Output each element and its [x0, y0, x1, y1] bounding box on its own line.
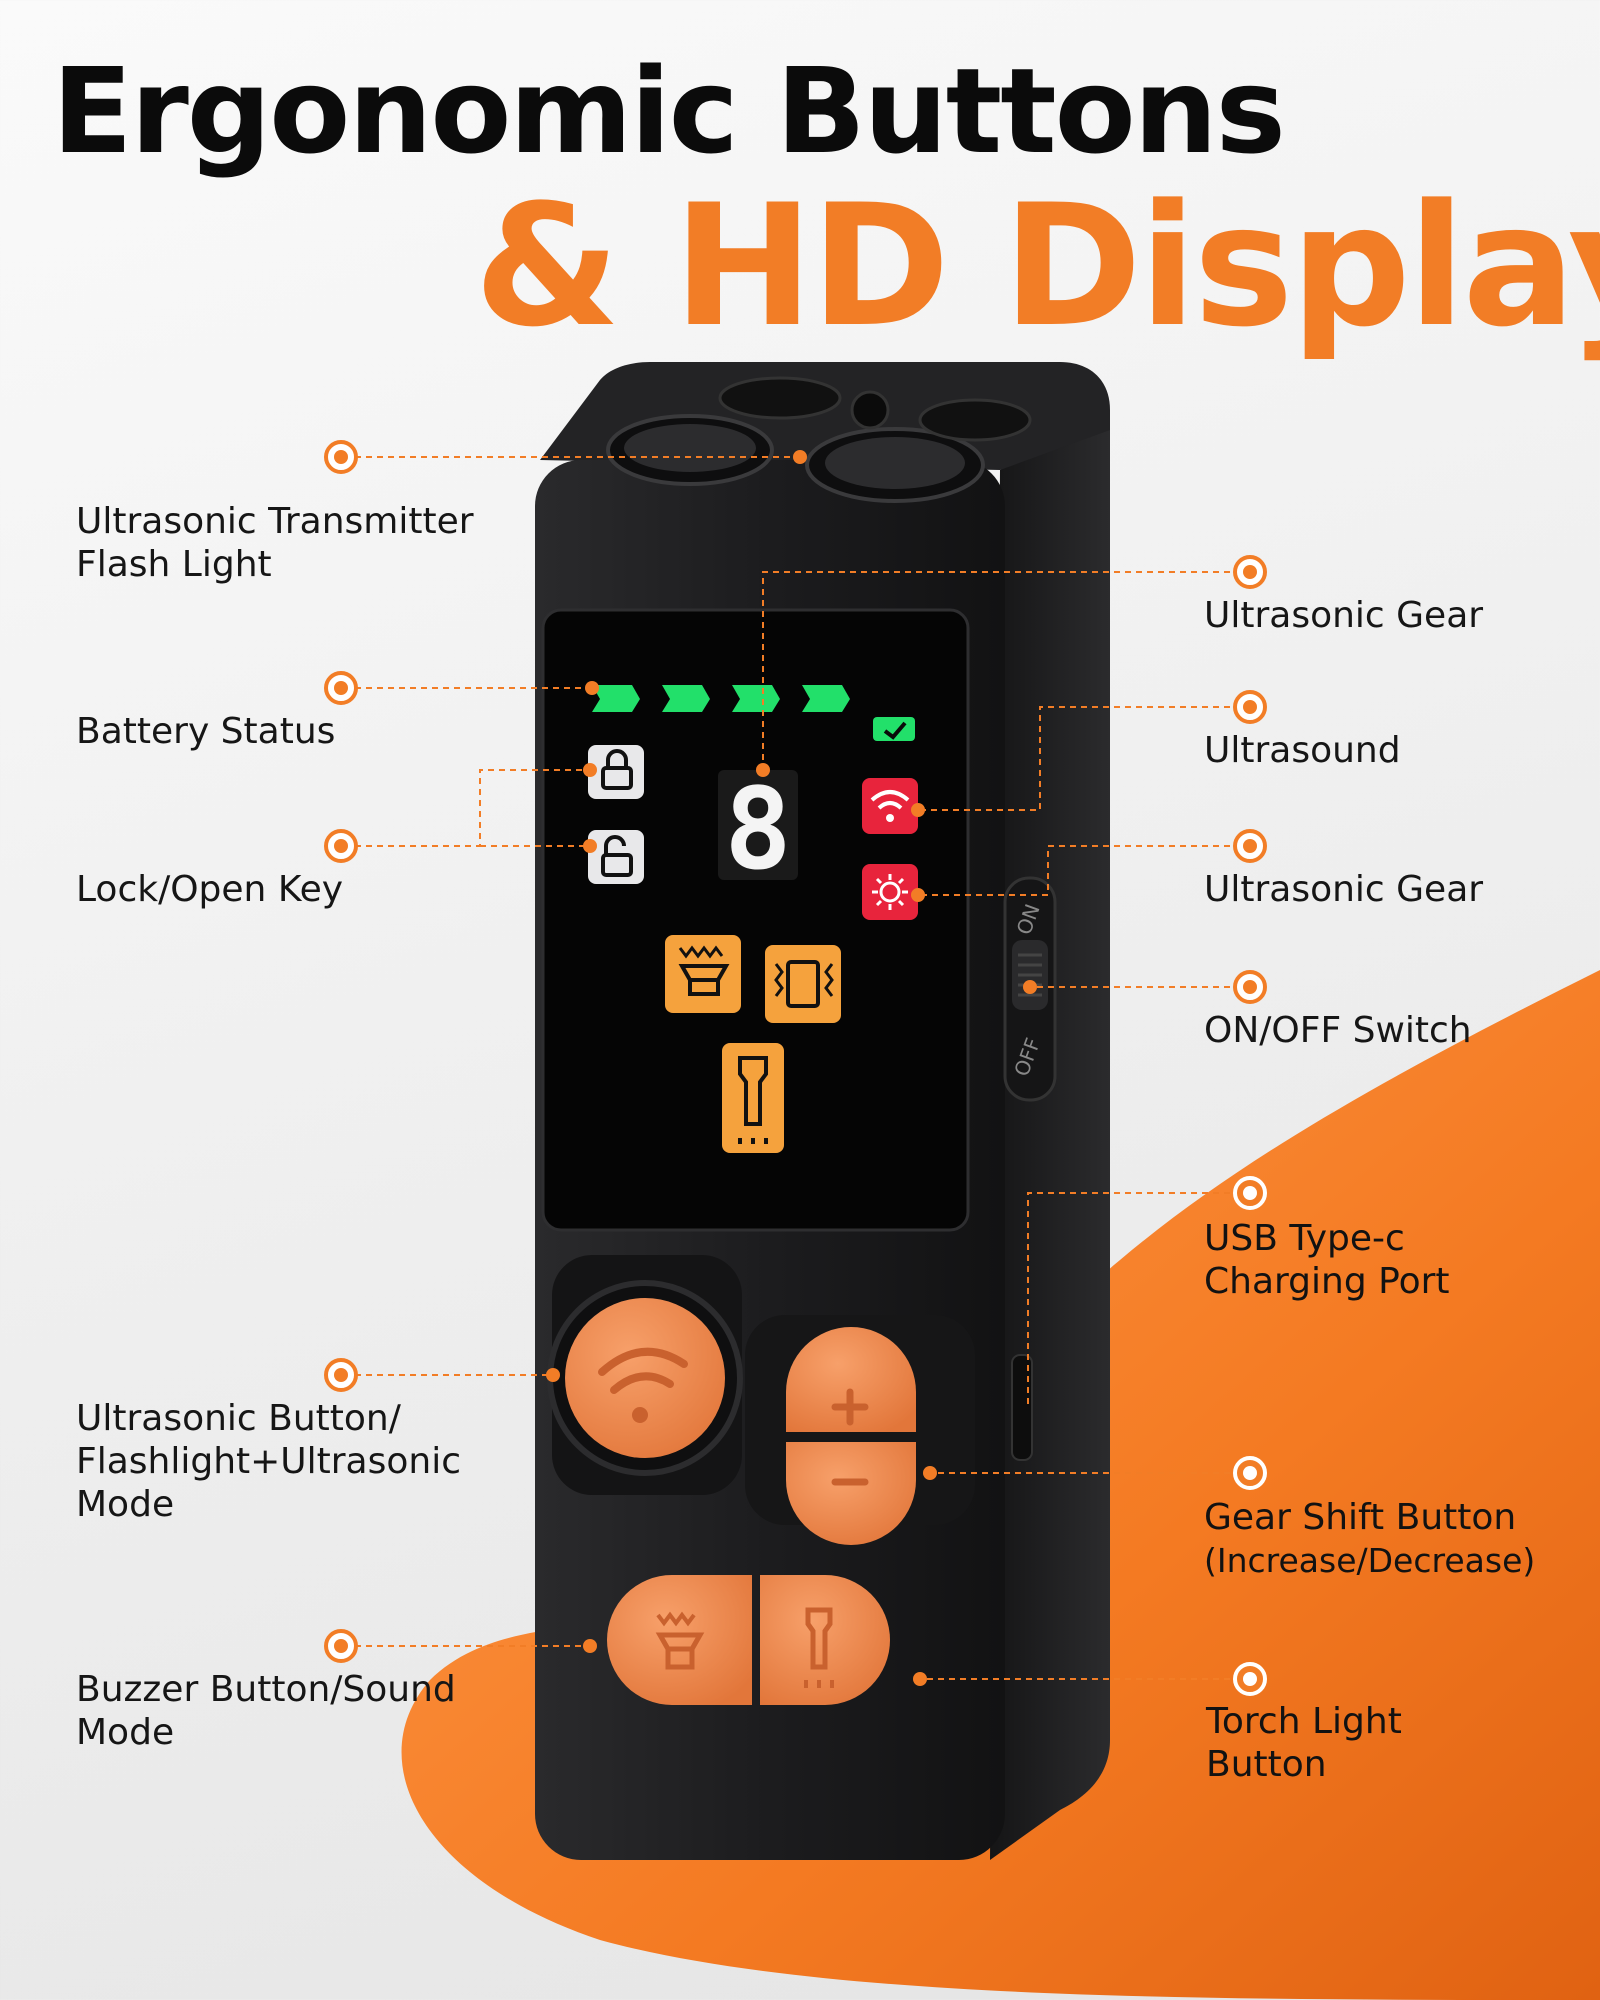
digit-background [718, 770, 798, 880]
buzzer-button[interactable] [607, 1575, 752, 1705]
on-off-switch[interactable]: ON OFF [1003, 876, 1057, 1102]
label-ultrasonic-button-line3: Mode [76, 1484, 175, 1525]
label-gear-shift-line1: Gear Shift Button [1204, 1497, 1517, 1538]
ultrasonic-button[interactable] [547, 1280, 743, 1476]
buzzer-mode-icon [665, 935, 741, 1013]
usb-type-c-port[interactable] [1011, 1354, 1033, 1461]
lock-icon [588, 745, 644, 799]
flashlight-mode-icon [722, 1043, 784, 1153]
label-usb-charging-port: USB Type-c Charging Port [1204, 1217, 1450, 1303]
label-torch-light-line1: Torch Light [1206, 1701, 1402, 1742]
label-ultrasonic-transmitter: Ultrasonic Transmitter Flash Light [76, 500, 474, 586]
label-ultrasonic-transmitter-line2: Flash Light [76, 544, 272, 585]
label-ultrasonic-gear-bottom: Ultrasonic Gear [1204, 869, 1484, 910]
ultrasonic-transmitter-grills [606, 376, 1032, 503]
gear-decrease-button[interactable] [786, 1442, 916, 1545]
device-side-panel [990, 420, 1110, 1860]
label-ultrasonic-button-line2: Flashlight+Ultrasonic [76, 1441, 462, 1482]
unlock-icon [588, 830, 644, 884]
label-ultrasound: Ultrasound [1204, 730, 1401, 771]
label-usb-port-line1: USB Type-c [1204, 1218, 1405, 1259]
label-gear-shift-button: Gear Shift Button (Increase/Decrease) [1204, 1496, 1535, 1582]
ultrasonic-gear-brightness-icon [862, 864, 918, 920]
torch-light-button[interactable] [760, 1575, 890, 1705]
label-buzzer-button-line1: Buzzer Button/Sound [76, 1669, 456, 1710]
label-buzzer-button-line2: Mode [76, 1712, 175, 1753]
label-buzzer-button: Buzzer Button/Sound Mode [76, 1668, 456, 1754]
label-lock-open-key: Lock/Open Key [76, 869, 344, 910]
label-ultrasonic-button: Ultrasonic Button/ Flashlight+Ultrasonic… [76, 1397, 461, 1526]
vibration-mode-icon [765, 945, 841, 1023]
ultrasound-wifi-icon [862, 778, 918, 834]
headline-hd-display: & HD Display [474, 168, 1600, 364]
label-ultrasonic-gear-top: Ultrasonic Gear [1204, 595, 1484, 636]
label-usb-port-line2: Charging Port [1204, 1261, 1450, 1302]
label-ultrasonic-button-line1: Ultrasonic Button/ [76, 1398, 401, 1439]
label-on-off-switch: ON/OFF Switch [1204, 1010, 1472, 1051]
headline-ergonomic-buttons: Ergonomic Buttons [52, 42, 1286, 180]
label-ultrasonic-transmitter-line1: Ultrasonic Transmitter [76, 501, 474, 542]
gear-increase-button[interactable] [786, 1327, 916, 1432]
label-torch-light-line2: Button [1206, 1744, 1327, 1785]
label-gear-shift-line2: (Increase/Decrease) [1204, 1541, 1536, 1580]
label-torch-light-button: Torch Light Button [1206, 1700, 1402, 1786]
gear-level-digit: 8 [724, 765, 791, 895]
label-battery-status: Battery Status [76, 711, 336, 752]
